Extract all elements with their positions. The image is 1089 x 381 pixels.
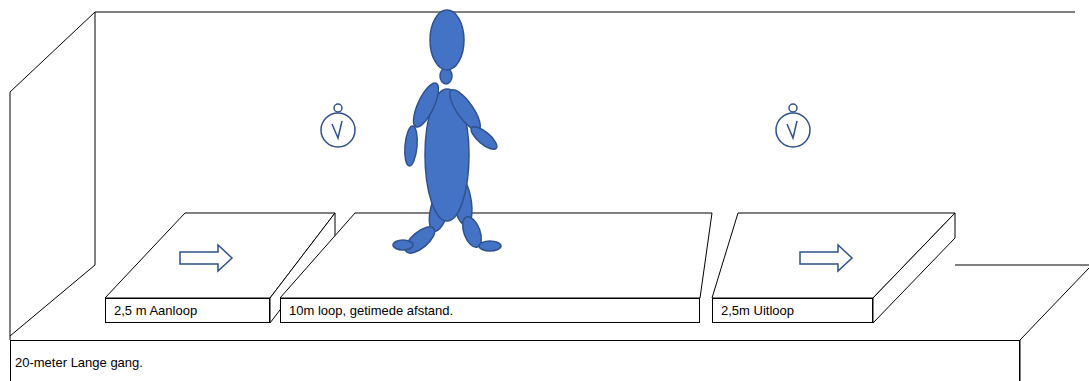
zone-text: 2,5 m Aanloop: [114, 303, 197, 318]
zone-text: 10m loop, getimede afstand.: [289, 303, 453, 318]
start-zone-label: 2,5 m Aanloop: [105, 298, 270, 323]
end-zone-label: 2,5m Uitloop: [712, 298, 873, 323]
corridor-band: 20-meter Lange gang.: [10, 340, 1020, 381]
walking-figure: [393, 10, 501, 258]
timed-zone-label: 10m loop, getimede afstand.: [280, 298, 700, 323]
zone-text: 20-meter Lange gang.: [15, 355, 143, 370]
zone-text: 2,5m Uitloop: [721, 303, 794, 318]
direction-arrows: [180, 245, 852, 271]
corridor-walls: [10, 12, 1089, 381]
stopwatches: [321, 104, 810, 147]
platforms: [105, 213, 955, 323]
